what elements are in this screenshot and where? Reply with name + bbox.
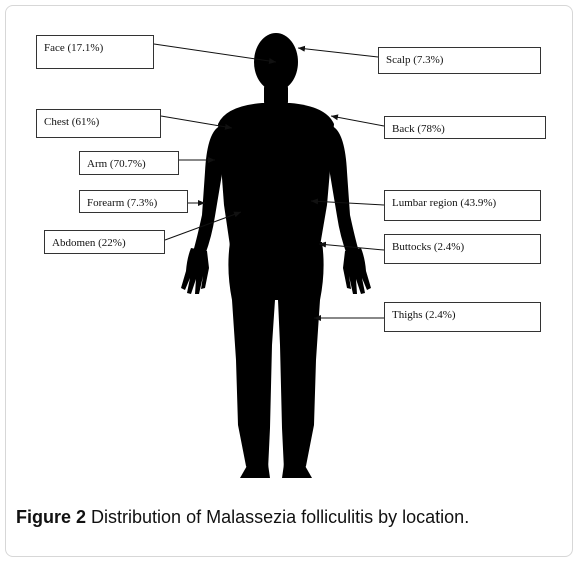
figure-caption: Figure 2 Distribution of Malassezia foll… bbox=[16, 507, 469, 528]
label-chest: Chest (61%) bbox=[36, 109, 161, 138]
label-arm: Arm (70.7%) bbox=[79, 151, 179, 175]
leader-lumbar bbox=[310, 198, 385, 206]
label-scalp: Scalp (7.3%) bbox=[378, 47, 541, 74]
caption-text: Distribution of Malassezia folliculitis … bbox=[91, 507, 470, 527]
label-lumbar: Lumbar region (43.9%) bbox=[384, 190, 541, 221]
label-thighs: Thighs (2.4%) bbox=[384, 302, 541, 332]
label-abdomen: Abdomen (22%) bbox=[44, 230, 165, 254]
leader-scalp bbox=[297, 45, 379, 58]
figure-number: Figure 2 bbox=[16, 507, 87, 527]
leader-back bbox=[330, 114, 385, 127]
label-buttocks: Buttocks (2.4%) bbox=[384, 234, 541, 264]
leader-lines bbox=[153, 43, 385, 321]
leader-face bbox=[153, 43, 277, 64]
leader-buttocks bbox=[318, 241, 385, 251]
label-back: Back (78%) bbox=[384, 116, 546, 139]
leader-chest bbox=[160, 115, 233, 130]
label-forearm: Forearm (7.3%) bbox=[79, 190, 188, 213]
human-silhouette bbox=[181, 33, 371, 478]
label-face: Face (17.1%) bbox=[36, 35, 154, 69]
leader-abdomen bbox=[164, 211, 242, 241]
